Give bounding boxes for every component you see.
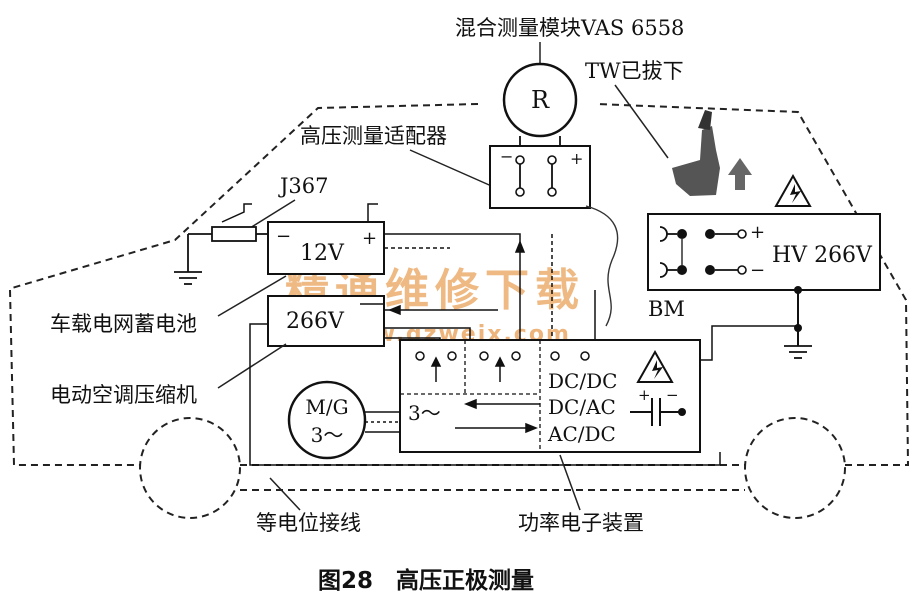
power-electronics-box	[399, 339, 701, 453]
svg-text:+: +	[638, 386, 651, 404]
adapter-label: 高压测量适配器	[300, 124, 447, 148]
mg-phase-text: 3～	[311, 423, 344, 447]
tw-removed-label: TW已拔下	[585, 59, 684, 83]
compressor-label: 电动空调压缩机	[50, 383, 197, 407]
figure-caption: 图28 高压正极测量	[318, 567, 534, 594]
tri-phase-text: 3～	[408, 401, 441, 425]
svg-text:−: −	[500, 147, 513, 166]
hv-warning-triangle-icon	[636, 349, 674, 383]
wiring	[249, 233, 800, 466]
tw-plug-hand-icon	[672, 110, 752, 196]
acdc-text: AC/DC	[547, 422, 616, 446]
hybrid-module-label: 混合测量模块VAS 6558	[455, 16, 684, 40]
compressor-266v-text: 266V	[286, 309, 345, 334]
battery-label: 车载电网蓄电池	[50, 312, 197, 336]
battery-12v-text: 12V	[300, 241, 345, 266]
mg-text: M/G	[305, 395, 348, 419]
ground-symbol-right	[784, 345, 812, 359]
svg-text:+: +	[362, 228, 377, 249]
equipotential-label: 等电位接线	[256, 511, 361, 535]
battery-12v	[267, 221, 385, 275]
front-wheel	[139, 417, 242, 519]
dcdc-text: DC/DC	[548, 369, 617, 393]
svg-text:+: +	[750, 222, 765, 243]
power-electronics-label: 功率电子装置	[518, 511, 644, 535]
hv-measurement-adapter	[489, 145, 591, 209]
j367-label: J367	[278, 174, 329, 198]
svg-text:−: −	[276, 226, 291, 247]
svg-text:−: −	[750, 260, 765, 281]
rear-wheel	[744, 417, 847, 519]
bm-label: BM	[648, 297, 685, 321]
svg-text:−: −	[666, 386, 679, 404]
ground-symbol-left	[174, 271, 202, 285]
bm-hv-warning-triangle-icon	[774, 173, 812, 207]
motor-generator	[287, 380, 367, 460]
battery-module-hv	[647, 213, 881, 291]
meter-r-text: R	[531, 86, 550, 114]
dcac-text: DC/AC	[548, 395, 616, 419]
svg-text:+: +	[570, 149, 583, 168]
j367-sensor	[211, 226, 257, 242]
hv-266v-text: HV 266V	[772, 243, 873, 268]
meter-r-symbol	[502, 62, 578, 138]
